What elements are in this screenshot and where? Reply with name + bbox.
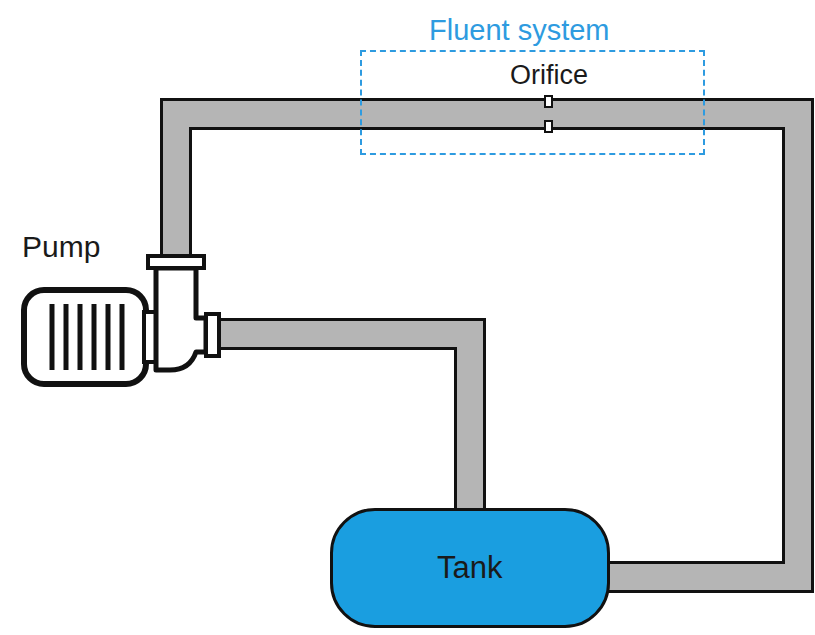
pump-flange bbox=[148, 256, 204, 268]
tank-label: Tank bbox=[437, 551, 502, 585]
pipe bbox=[608, 114, 798, 577]
orifice-plate bbox=[545, 121, 552, 132]
part-label: Orifice bbox=[510, 61, 588, 91]
pump-flange bbox=[206, 314, 219, 356]
tank: Tank bbox=[330, 508, 610, 628]
pump-housing bbox=[156, 268, 206, 370]
pipe bbox=[176, 114, 706, 262]
pipe bbox=[608, 114, 798, 577]
pipe-outline bbox=[215, 334, 470, 514]
orifice-plate bbox=[545, 96, 552, 107]
system-boundary: Fluent systemOrifice bbox=[360, 50, 705, 155]
pump-label: Pump bbox=[22, 230, 100, 263]
pump-motor bbox=[24, 290, 146, 384]
pipe-connector bbox=[608, 114, 798, 577]
motor-fins bbox=[52, 304, 122, 370]
pipe bbox=[215, 334, 470, 514]
system-title: Fluent system bbox=[423, 15, 616, 47]
pipe-outline bbox=[176, 114, 705, 262]
